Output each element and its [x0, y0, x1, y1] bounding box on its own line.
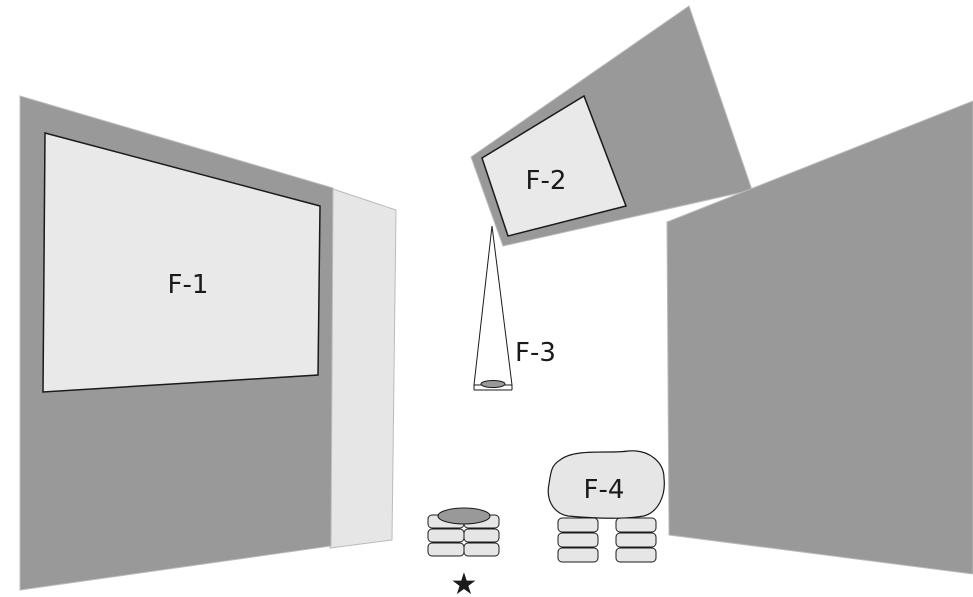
frame-f2 [481, 94, 628, 237]
label-f1: F-1 [168, 270, 209, 300]
left-side-panel [329, 187, 397, 549]
ceiling-panel-group: F-2 [470, 5, 753, 247]
cone-f3 [473, 225, 513, 386]
rock-f4 [547, 450, 665, 519]
hanging-cone-group: F-3 [473, 225, 556, 391]
label-f3: F-3 [515, 338, 556, 368]
star-marker: ★ [451, 567, 478, 597]
block [557, 517, 599, 533]
cone-bowl [480, 380, 506, 388]
block [615, 517, 657, 533]
block [557, 547, 599, 563]
frame-f1 [42, 132, 321, 393]
label-f2: F-2 [526, 166, 567, 196]
left-wall-group: F-1 [19, 95, 397, 591]
label-f4: F-4 [584, 475, 625, 505]
block [463, 528, 500, 543]
block [615, 532, 657, 548]
block [427, 542, 465, 557]
right-wall [666, 100, 973, 575]
block-stack-left: ★ [427, 507, 500, 597]
dish [437, 507, 491, 525]
rock-group: F-4 [547, 450, 665, 563]
block [463, 542, 500, 557]
block [557, 532, 599, 548]
block [615, 547, 657, 563]
block [427, 528, 465, 543]
